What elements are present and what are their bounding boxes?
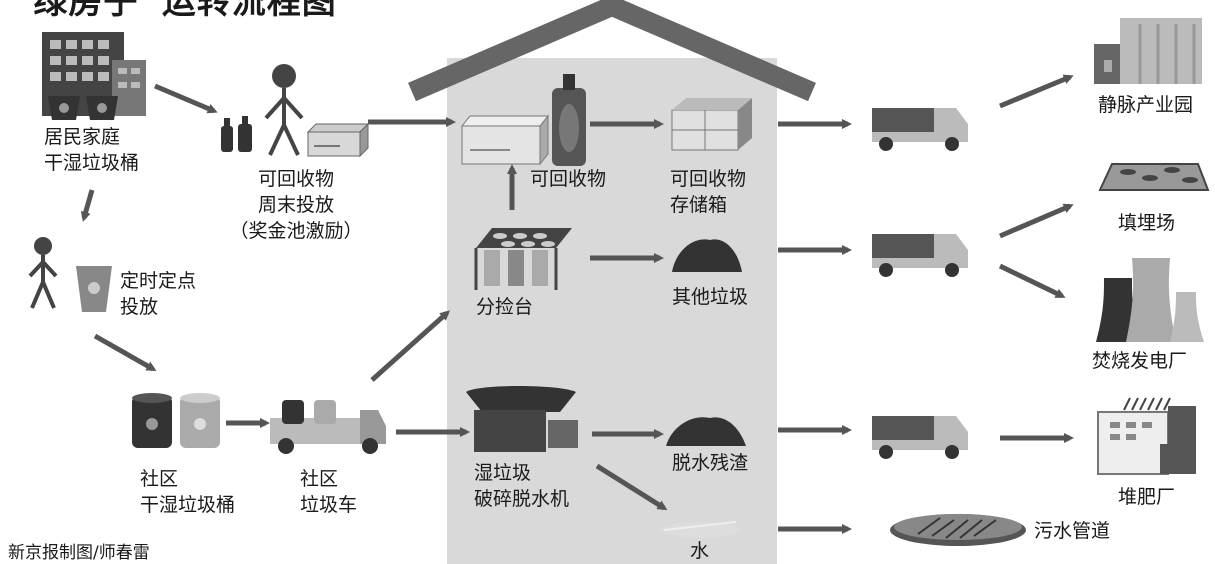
label-sewer: 污水管道 — [1034, 520, 1111, 542]
arrow-crusher-to-water — [595, 463, 668, 511]
arrow-truck2-to-incineration — [998, 263, 1066, 299]
arrow-truck-to-sorting — [370, 310, 450, 382]
big-bottle-icon — [552, 74, 586, 166]
arrow-truck1-to-park — [999, 74, 1074, 109]
truck-icon-3 — [872, 416, 968, 459]
label-dewatered-residue: 脱水残渣 — [672, 452, 749, 474]
storage-crate-icon — [671, 98, 752, 151]
recyclables-box-icon — [460, 114, 550, 166]
label-water: 水 — [690, 540, 710, 562]
arrow-household-down — [80, 189, 95, 222]
box-icon — [306, 122, 370, 158]
truck-icon-1 — [872, 108, 968, 151]
person-icon — [264, 64, 304, 156]
label-household: 居民家庭 干湿垃圾桶 — [44, 126, 140, 174]
label-recyclable-storage: 可回收物 存储箱 — [670, 168, 747, 216]
label-sorting-table: 分捡台 — [476, 296, 534, 318]
house-roof — [408, 0, 816, 102]
residue-pile-icon — [666, 417, 746, 446]
label-recyclable-drop: 可回收物 周末投放 （奖金池激励） — [229, 168, 363, 242]
label-composting-plant: 堆肥厂 — [1118, 486, 1176, 508]
arrow-scheduled-to-bins — [93, 333, 157, 372]
label-industrial-park: 静脉产业园 — [1098, 94, 1194, 116]
community-truck-icon — [270, 400, 386, 454]
person-small-icon — [28, 237, 58, 309]
truck-icon-2 — [872, 234, 968, 277]
other-waste-pile-icon — [672, 239, 742, 272]
bottles-icon — [221, 116, 252, 152]
sewer-manhole-icon — [890, 514, 1026, 546]
label-scheduled-drop: 定时定点 投放 — [120, 270, 197, 318]
label-recyclables: 可回收物 — [530, 168, 607, 190]
label-community-truck: 社区 垃圾车 — [300, 468, 358, 516]
label-community-bins: 社区 干湿垃圾桶 — [140, 468, 236, 516]
diagram-title: “绿房子”运转流程图 — [10, 0, 337, 22]
arrow-household-to-recyclable-drop — [154, 83, 218, 114]
crusher-machine-icon — [466, 386, 578, 452]
dry-wet-bin-icon — [48, 96, 118, 120]
industrial-park-icon — [1094, 18, 1202, 84]
label-wet-crusher: 湿垃圾 破碎脱水机 — [474, 462, 570, 510]
trash-bin-icon — [76, 266, 112, 312]
credit-text: 新京报制图/师春雷 — [8, 543, 150, 563]
incineration-plant-icon — [1096, 258, 1204, 342]
water-icon — [660, 521, 740, 538]
label-other-waste: 其他垃圾 — [672, 286, 749, 308]
label-landfill: 填埋场 — [1118, 212, 1176, 234]
compost-plant-icon — [1097, 397, 1196, 475]
sorting-table-icon — [474, 228, 572, 290]
label-incineration-plant: 焚烧发电厂 — [1092, 350, 1188, 372]
community-bins-icon — [132, 393, 220, 448]
arrow-truck2-to-landfill — [999, 203, 1074, 239]
flow-arrows — [80, 74, 1074, 534]
landfill-icon — [1098, 163, 1210, 191]
